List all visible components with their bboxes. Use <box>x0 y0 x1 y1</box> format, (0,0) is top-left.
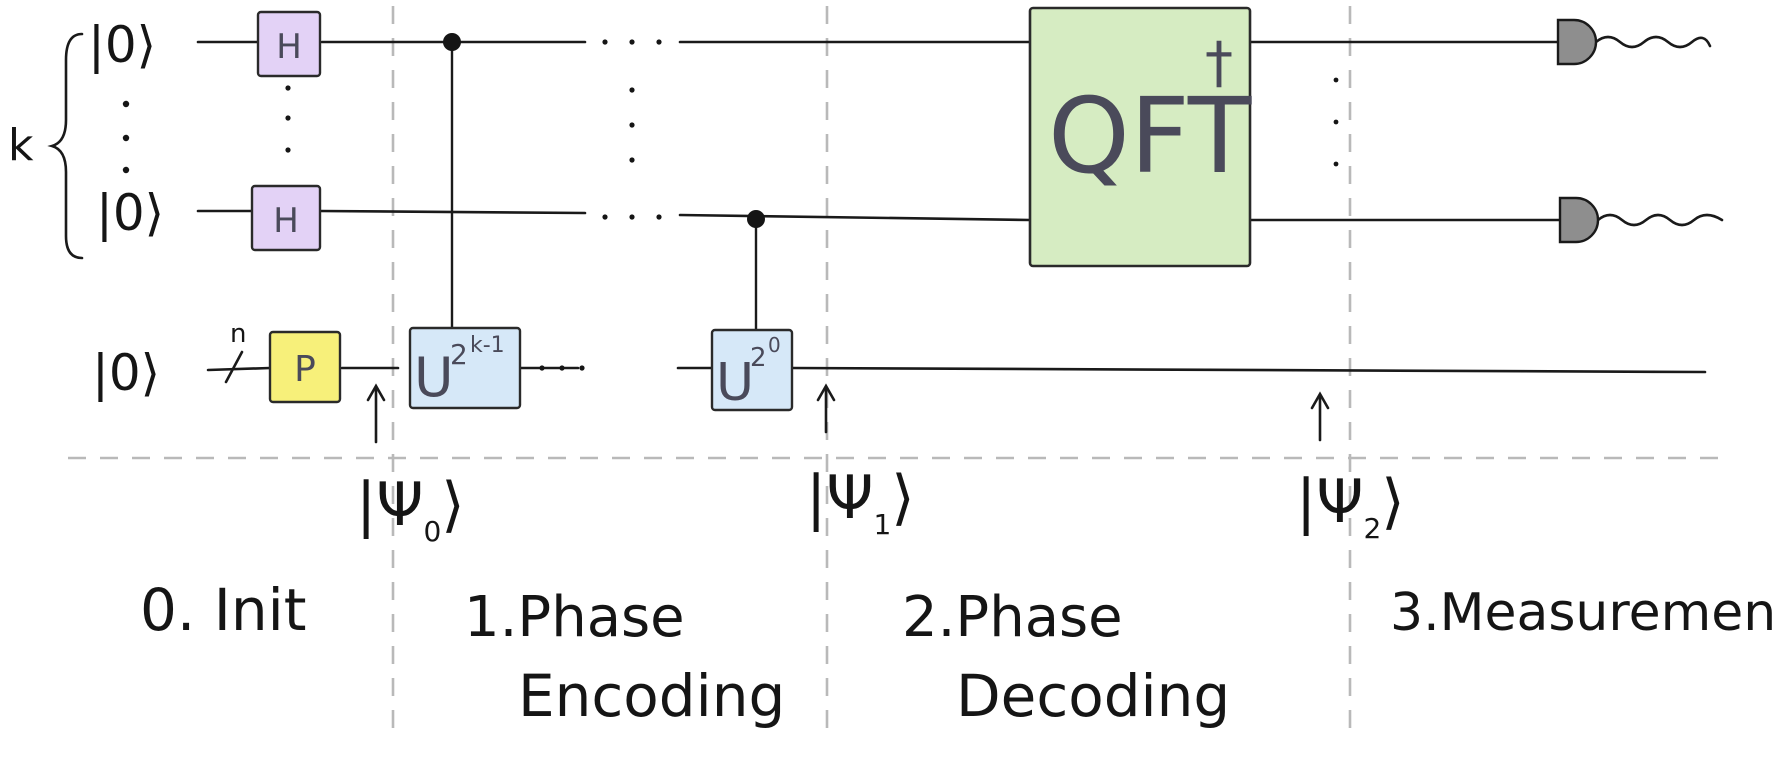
qft-dagger-gate: QFT † <box>1028 6 1252 268</box>
bus-size-label: n <box>230 319 246 349</box>
classical-wire-second <box>1596 213 1724 227</box>
u-last-exponent: 2 <box>750 343 767 373</box>
prep-gate: P <box>268 330 342 404</box>
input-ket-top: |0⟩ <box>88 16 156 74</box>
u-first-power: k-1 <box>470 333 505 358</box>
hadamard-second-label: H <box>273 201 299 241</box>
hadamard-gate-top: H <box>256 10 322 78</box>
stage-decoding-title: 2.Phase <box>902 585 1123 650</box>
state-psi1-main: |Ψ <box>806 463 873 533</box>
state-psi0-main: |Ψ <box>356 470 423 540</box>
state-psi0: |Ψ0⟩ <box>356 470 465 548</box>
wires <box>196 35 1724 374</box>
state-psi1-sub: 1 <box>873 508 891 541</box>
meter-icon-top <box>1556 18 1598 66</box>
input-ket-target: |0⟩ <box>92 344 160 402</box>
hadamard-gate-second: H <box>250 184 322 252</box>
state-psi0-close: ⟩ <box>441 470 464 540</box>
state-psi1-close: ⟩ <box>891 463 914 533</box>
control-dot-first <box>443 33 461 51</box>
control-dot-last <box>747 210 765 228</box>
wire-second-qubit-mid <box>678 213 1032 222</box>
prep-gate-label: P <box>294 349 316 390</box>
arrowhead-psi2 <box>1310 391 1330 410</box>
controlled-unitary-first: U 2 k-1 <box>408 33 522 410</box>
u-first-exponent: 2 <box>450 338 468 371</box>
stage-encoding-title: 1.Phase <box>464 585 685 650</box>
stage-init-label: 0. Init <box>140 576 307 644</box>
stage-encoding-subtitle: Encoding <box>518 662 785 730</box>
qft-dagger-symbol: † <box>1205 31 1233 96</box>
wire-target-out <box>790 366 1707 374</box>
state-psi0-sub: 0 <box>423 515 441 548</box>
u-last-power: 0 <box>768 333 781 357</box>
input-labels: |0⟩ |0⟩ |0⟩ k n <box>8 16 246 402</box>
classical-wire-top <box>1594 35 1712 49</box>
bus-slash <box>224 350 244 384</box>
state-psi2-main: |Ψ <box>1296 467 1363 537</box>
state-psi2-close: ⟩ <box>1381 467 1404 537</box>
wire-target <box>206 366 400 372</box>
input-ket-second: |0⟩ <box>96 184 164 242</box>
state-psi2-sub: 2 <box>1363 512 1381 545</box>
state-psi2: |Ψ2⟩ <box>1296 467 1405 545</box>
stage-decoding-subtitle: Decoding <box>956 662 1230 730</box>
u-first-base: U <box>414 346 454 409</box>
u-last-base: U <box>716 353 754 413</box>
state-psi1: |Ψ1⟩ <box>806 463 915 541</box>
arrowhead-psi0 <box>366 383 386 402</box>
ellipsis-dots <box>122 39 1339 371</box>
register-size-label: k <box>8 120 34 171</box>
arrowhead-psi1 <box>816 383 836 402</box>
qft-label: QFT <box>1048 75 1252 197</box>
stage-measurement-label: 3.Measurement <box>1390 583 1776 643</box>
hadamard-top-label: H <box>276 27 302 67</box>
controlled-unitary-last: U 2 0 <box>710 210 794 413</box>
state-arrows <box>366 383 1330 444</box>
meter-icon-second <box>1558 196 1600 244</box>
register-brace <box>47 32 84 260</box>
state-labels: |Ψ0⟩ |Ψ1⟩ |Ψ2⟩ <box>356 463 1405 548</box>
stage-labels: 0. Init 1.Phase Encoding 2.Phase Decodin… <box>140 576 1776 730</box>
